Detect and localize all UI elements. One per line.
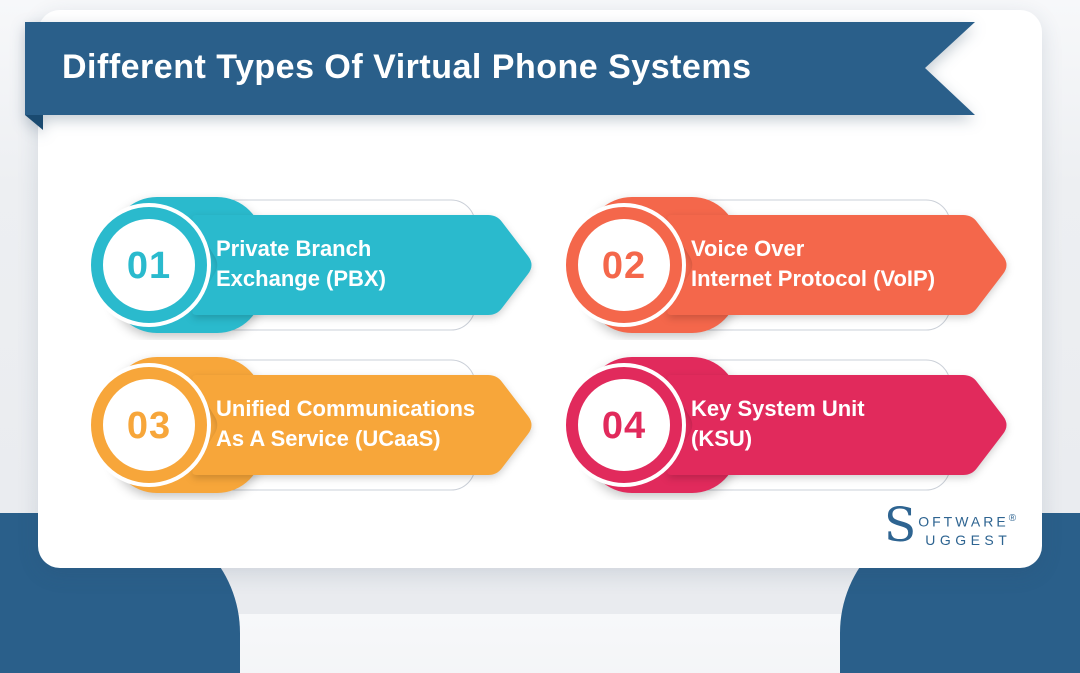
item-number: 04 (602, 405, 646, 447)
ribbon-fold (25, 115, 43, 130)
title-ribbon (25, 22, 975, 130)
number-circle (578, 219, 670, 311)
item-number: 01 (127, 245, 171, 287)
item-graphic: 04 Key System Unit (KSU) (562, 357, 1007, 493)
item-arrow-pill (192, 215, 532, 315)
item-arrow-pill (667, 215, 1007, 315)
item-title: Voice Over Internet Protocol (VoIP) (691, 236, 935, 291)
registered-mark-icon: ® (1008, 513, 1017, 524)
item-title: Unified Communications As A Service (UCa… (216, 396, 481, 451)
item-arrow-pill (667, 375, 1007, 475)
item-number: 02 (602, 245, 646, 287)
number-circle (103, 219, 195, 311)
item-pbx: 01 Private Branch Exchange (PBX) (85, 190, 540, 340)
softwaresuggest-logo: S OFTWARE® UGGEST (884, 498, 1016, 553)
item-arrow-pill (192, 375, 532, 475)
item-number: 03 (127, 405, 171, 447)
number-circle (103, 379, 195, 471)
item-ucaas: 03 Unified Communications As A Service (… (85, 350, 540, 500)
item-ksu: 04 Key System Unit (KSU) (560, 350, 1015, 500)
logo-initial: S (884, 498, 917, 553)
item-graphic: 01 Private Branch Exchange (PBX) (87, 197, 532, 333)
item-graphic: 03 Unified Communications As A Service (… (87, 357, 532, 493)
item-graphic: 02 Voice Over Internet Protocol (VoIP) (562, 197, 1007, 333)
logo-wordmark: OFTWARE® UGGEST (918, 505, 1016, 547)
logo-line-software: OFTWARE® (918, 513, 1017, 530)
ribbon-body (25, 22, 975, 115)
item-title: Private Branch Exchange (PBX) (216, 236, 386, 291)
number-circle (578, 379, 670, 471)
logo-line-suggest: UGGEST (925, 531, 1012, 548)
item-voip: 02 Voice Over Internet Protocol (VoIP) (560, 190, 1015, 340)
page-title: Different Types Of Virtual Phone Systems (62, 48, 752, 86)
infographic-canvas: Different Types Of Virtual Phone Systems… (0, 22, 1080, 673)
item-title: Key System Unit (KSU) (691, 396, 871, 451)
